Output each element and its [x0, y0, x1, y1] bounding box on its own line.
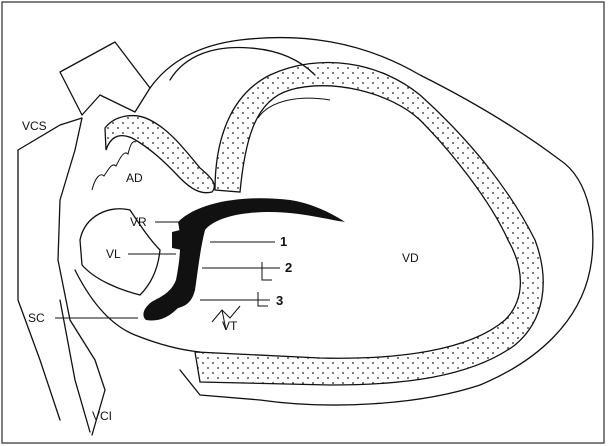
inferior-vena-cava — [60, 300, 90, 432]
label-vr: VR — [130, 215, 147, 229]
ventricular-wall — [195, 63, 543, 385]
label-1: 1 — [280, 234, 287, 249]
vcs-outer — [18, 150, 60, 420]
label-vt: VT — [222, 319, 238, 333]
label-ad: AD — [126, 171, 143, 185]
bracket-2 — [262, 262, 272, 280]
label-3: 3 — [276, 293, 283, 308]
label-vl: VL — [106, 247, 121, 261]
label-sc: SC — [28, 311, 45, 325]
electrode-lead — [143, 198, 345, 320]
vcs-wall — [18, 118, 105, 435]
right-atrium-wall — [105, 116, 214, 193]
label-vd: VD — [402, 251, 419, 265]
label-vcs: VCS — [22, 119, 47, 133]
label-2: 2 — [285, 260, 292, 275]
label-vci: VCI — [92, 409, 112, 423]
bracket-3 — [258, 292, 268, 306]
superior-vena-cava-outline — [60, 42, 150, 115]
